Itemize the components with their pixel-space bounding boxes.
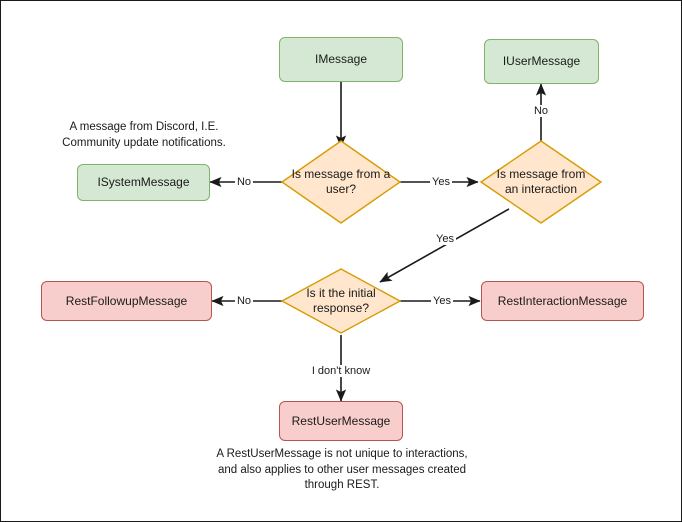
decision-is-it-initial-response[interactable]: Is it the initial response? — [282, 269, 400, 333]
node-iusermessage[interactable]: IUserMessage — [484, 39, 599, 84]
decision-is-message-from-user-label: Is message from a user? — [291, 167, 391, 196]
edge-label-initial-yes: Yes — [431, 295, 453, 307]
note-system-message: A message from Discord, I.E. Community u… — [62, 121, 226, 149]
decision-is-message-from-user[interactable]: Is message from a user? — [282, 141, 400, 223]
edge-label-user-yes: Yes — [430, 176, 452, 188]
edge-label-user-no: No — [234, 176, 254, 188]
edge-label-interaction-no: No — [531, 105, 551, 117]
node-restusermessage-label: RestUserMessage — [291, 413, 391, 428]
edge-label-initial-no: No — [234, 295, 254, 307]
node-isystemmessage[interactable]: ISystemMessage — [77, 164, 210, 201]
decision-is-message-from-interaction-label: Is message from an interaction — [496, 167, 586, 196]
decision-is-it-initial-response-label: Is it the initial response? — [306, 286, 376, 315]
node-restinteractionmessage-label: RestInteractionMessage — [497, 293, 628, 308]
edge-label-interaction-yes: Yes — [434, 233, 456, 245]
node-restinteractionmessage[interactable]: RestInteractionMessage — [481, 281, 644, 321]
node-imessage[interactable]: IMessage — [279, 37, 403, 82]
note-rest-user-message: A RestUserMessage is not unique to inter… — [216, 448, 468, 492]
node-isystemmessage-label: ISystemMessage — [97, 175, 190, 189]
node-restfollowupmessage-label: RestFollowupMessage — [65, 293, 188, 308]
node-restfollowupmessage[interactable]: RestFollowupMessage — [41, 281, 212, 321]
node-imessage-label: IMessage — [314, 52, 368, 66]
node-iusermessage-label: IUserMessage — [502, 54, 581, 68]
node-restusermessage[interactable]: RestUserMessage — [279, 401, 403, 441]
decision-is-message-from-interaction[interactable]: Is message from an interaction — [481, 141, 601, 223]
edge-label-i-dont-know: I don't know — [309, 365, 373, 377]
